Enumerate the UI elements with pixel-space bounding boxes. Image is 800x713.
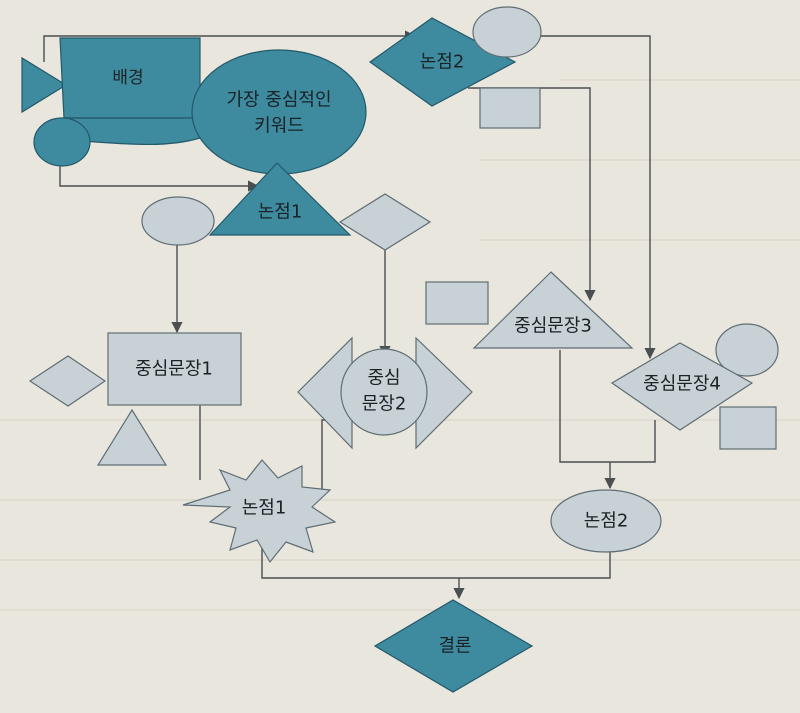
background-group: 배경 (21, 37, 201, 167)
issue2-square (479, 87, 541, 129)
central3-label: 중심문장3 (514, 316, 592, 337)
central1-side-diamond (28, 355, 107, 407)
issue2-oval-node: 논점2 (550, 489, 662, 553)
issue1-star-node: 논점1 (182, 459, 337, 564)
edge-circle-to-central4 (515, 35, 656, 360)
central4-label: 중심문장4 (643, 374, 721, 395)
issue1-diamond (338, 193, 432, 251)
keyword-node: 가장 중심적인 키워드 (191, 49, 367, 175)
edge-star-to-conclusion (261, 535, 611, 579)
issue1-circle (141, 196, 215, 246)
connectors (43, 30, 656, 600)
issue1-top-label: 논점1 (258, 202, 303, 223)
issue2-top-node: 논점2 (368, 17, 517, 107)
central4-square (719, 406, 777, 450)
keyword-label-line1: 가장 중심적인 (226, 90, 331, 111)
central1-triangle (96, 408, 168, 466)
left-triangle-shape (21, 56, 68, 114)
central1-label: 중심문장1 (135, 359, 213, 380)
central2-label-line1: 중심 (367, 368, 400, 389)
edge-top-to-issue2 (43, 30, 417, 62)
central2-node: 중심 문장2 (297, 336, 473, 450)
issue1-top-node: 논점1 (208, 162, 352, 236)
edge-central3-to-issue2 (559, 350, 610, 463)
central2-label-line2: 문장2 (362, 394, 407, 415)
conclusion-node: 결론 (373, 599, 534, 693)
issue2-circle (472, 6, 542, 58)
central3-node: 중심문장3 (472, 271, 634, 349)
mid-square (425, 281, 489, 325)
central1-node: 중심문장1 (107, 332, 242, 406)
issue2-oval-label: 논점2 (584, 511, 629, 532)
central4-circle (715, 323, 779, 377)
edge-central4-to-issue2 (610, 420, 656, 463)
conclusion-label: 결론 (438, 636, 471, 657)
central4-node: 중심문장4 (610, 342, 754, 431)
edge-star-to-central2 (321, 419, 335, 495)
issue1-star-label: 논점1 (242, 498, 287, 519)
issue2-top-label: 논점2 (420, 52, 465, 73)
background-label: 배경 (112, 68, 143, 88)
small-dark-circle (33, 117, 91, 167)
keyword-label-line2: 키워드 (254, 116, 304, 137)
